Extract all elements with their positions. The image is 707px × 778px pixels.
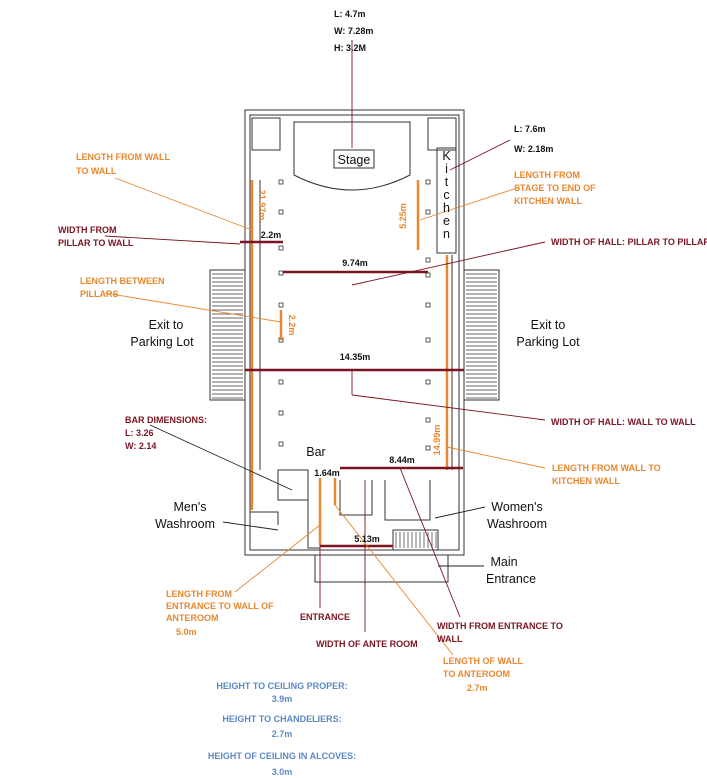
bar-label: Bar xyxy=(306,445,325,459)
callout-wall-kitchen-1: LENGTH FROM WALL TO xyxy=(552,463,661,473)
measure-8-44: 8.44m xyxy=(389,455,415,465)
height-alcoves-value: 3.0m xyxy=(272,767,293,777)
callout-stage-kitchen-2: STAGE TO END OF xyxy=(514,183,596,193)
pillar xyxy=(278,410,284,416)
measure-21-97: 21.97m xyxy=(257,190,267,221)
callout-pillar-wall-2: PILLAR TO WALL xyxy=(58,238,134,248)
measure-5-25: 5.25m xyxy=(398,203,408,229)
leader-lines xyxy=(104,40,546,656)
exit-left-line2: Parking Lot xyxy=(130,335,194,349)
callout-ante-wall-2: TO ANTEROOM xyxy=(443,669,510,679)
measure-2-2-b: 2.2m xyxy=(287,315,297,336)
callout-entrance-ante-1: LENGTH FROM xyxy=(166,589,232,599)
callout-entrance-ante-4: 5.0m xyxy=(176,627,197,637)
pillar xyxy=(425,445,431,451)
mens-washroom-line1: Men's xyxy=(174,500,207,514)
pillar xyxy=(278,270,284,276)
callout-entrance: ENTRANCE xyxy=(300,612,350,622)
stage-width: W: 7.28m xyxy=(334,26,373,36)
measure-14-99: 14.99m xyxy=(432,425,442,456)
pillar xyxy=(278,441,284,447)
kitchen-width: W: 2.18m xyxy=(514,144,553,154)
callout-ante-width: WIDTH OF ANTE ROOM xyxy=(316,639,418,649)
callout-entrance-ante-2: ENTRANCE TO WALL OF xyxy=(166,601,274,611)
callout-wall-to-wall-2: TO WALL xyxy=(76,166,117,176)
callout-entrance-ante-3: ANTEROOM xyxy=(166,613,219,623)
orange-measure-lines xyxy=(250,180,449,545)
pillar xyxy=(425,179,431,185)
callout-bar-dims-1: BAR DIMENSIONS: xyxy=(125,415,207,425)
stage-height: H: 3.2M xyxy=(334,43,366,53)
callout-hall-pillar: WIDTH OF HALL: PILLAR TO PILLAR xyxy=(551,237,707,247)
callout-wall-kitchen-2: KITCHEN WALL xyxy=(552,476,620,486)
pillar xyxy=(278,245,284,251)
measure-9-74: 9.74m xyxy=(342,258,368,268)
callout-ante-wall-3: 2.7m xyxy=(467,683,488,693)
pillar xyxy=(278,209,284,215)
mens-washroom-line2: Washroom xyxy=(155,517,215,531)
callout-wall-to-wall-1: LENGTH FROM WALL xyxy=(76,152,170,162)
womens-washroom-line1: Women's xyxy=(491,500,542,514)
pillar xyxy=(425,417,431,423)
callout-entrance-wall-2: WALL xyxy=(437,634,463,644)
exit-right-line1: Exit to xyxy=(531,318,566,332)
height-alcoves-label: HEIGHT OF CEILING IN ALCOVES: xyxy=(208,751,356,761)
pillar xyxy=(425,379,431,385)
main-entrance-line1: Main xyxy=(490,555,517,569)
measure-2-2-a: 2.2m xyxy=(261,230,282,240)
pillar xyxy=(425,272,431,278)
callout-entrance-wall-1: WIDTH FROM ENTRANCE TO xyxy=(437,621,563,631)
height-ceiling-value: 3.9m xyxy=(272,694,293,704)
measure-14-35: 14.35m xyxy=(340,352,371,362)
callout-ante-wall-1: LENGTH OF WALL xyxy=(443,656,523,666)
maroon-measure-lines xyxy=(240,240,464,548)
stage-label: Stage xyxy=(338,153,371,167)
kitchen-length: L: 7.6m xyxy=(514,124,546,134)
height-chandeliers-value: 2.7m xyxy=(272,729,293,739)
measure-5-13: 5.13m xyxy=(354,534,380,544)
exit-right-line2: Parking Lot xyxy=(516,335,580,349)
pillar xyxy=(425,209,431,215)
callout-pillar-wall-1: WIDTH FROM xyxy=(58,225,117,235)
pillar xyxy=(425,302,431,308)
callout-between-pillars-1: LENGTH BETWEEN xyxy=(80,276,165,286)
measure-1-64: 1.64m xyxy=(314,468,340,478)
pillar xyxy=(278,179,284,185)
stage-length: L: 4.7m xyxy=(334,9,366,19)
callout-stage-kitchen-3: KITCHEN WALL xyxy=(514,196,582,206)
callout-between-pillars-2: PILLARS xyxy=(80,289,119,299)
pillar xyxy=(278,379,284,385)
main-entrance-line2: Entrance xyxy=(486,572,536,586)
height-ceiling-label: HEIGHT TO CEILING PROPER: xyxy=(216,681,347,691)
callout-stage-kitchen-1: LENGTH FROM xyxy=(514,170,580,180)
pillars xyxy=(278,179,431,451)
pillar xyxy=(425,257,431,263)
pillar xyxy=(425,337,431,343)
callout-bar-dims-3: W: 2.14 xyxy=(125,441,156,451)
womens-washroom-line2: Washroom xyxy=(487,517,547,531)
pillar xyxy=(278,302,284,308)
callout-bar-dims-2: L: 3.26 xyxy=(125,428,154,438)
exit-left-line1: Exit to xyxy=(149,318,184,332)
height-chandeliers-label: HEIGHT TO CHANDELIERS: xyxy=(222,714,341,724)
stair-hatching xyxy=(212,273,497,548)
callout-hall-wall: WIDTH OF HALL: WALL TO WALL xyxy=(551,417,696,427)
building-walls xyxy=(209,109,500,583)
